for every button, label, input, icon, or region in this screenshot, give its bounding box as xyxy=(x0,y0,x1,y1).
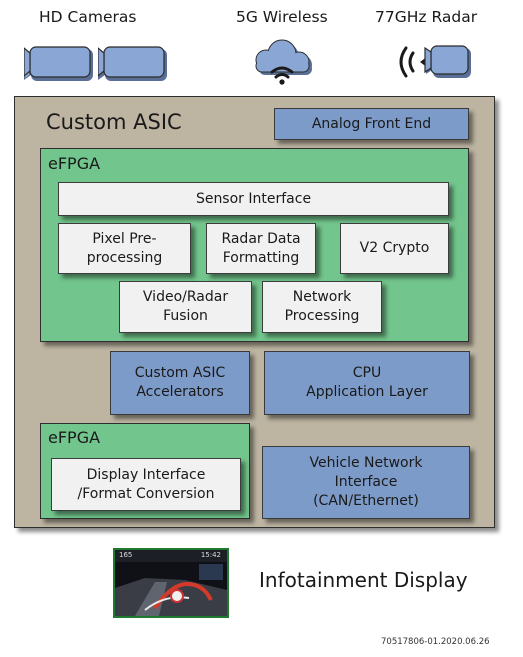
infotainment-screen-speed: 165 xyxy=(119,551,133,559)
cpu-application-layer-block: CPU Application Layer xyxy=(264,351,470,415)
video-radar-fusion-block: Video/Radar Fusion xyxy=(119,281,252,333)
77ghz-radar-label: 77GHz Radar xyxy=(375,8,478,26)
network-processing-block: Network Processing xyxy=(262,281,382,333)
v2-crypto-block: V2 Crypto xyxy=(340,223,449,274)
sensor-interface-block: Sensor Interface xyxy=(58,182,449,216)
custom-asic-accelerators-block: Custom ASIC Accelerators xyxy=(110,351,250,415)
analog-front-end-block: Analog Front End xyxy=(274,108,469,140)
efpga-top-title: eFPGA xyxy=(48,154,101,173)
pixel-preprocessing-block: Pixel Pre- processing xyxy=(58,223,191,274)
display-interface-block: Display Interface /Format Conversion xyxy=(51,458,241,511)
camera-icon xyxy=(24,46,93,81)
5g-wireless-label: 5G Wireless xyxy=(236,8,328,26)
efpga-bottom-title: eFPGA xyxy=(48,428,101,447)
footer-code: 70517806-01.2020.06.26 xyxy=(381,637,490,647)
camera-icon xyxy=(98,46,167,81)
infotainment-display-image: 165 15:42 xyxy=(113,548,229,618)
infotainment-display-label: Infotainment Display xyxy=(259,568,468,592)
cloud-wireless-icon xyxy=(255,39,312,85)
infotainment-screen-clock: 15:42 xyxy=(200,551,221,559)
custom-asic-title: Custom ASIC xyxy=(46,110,182,134)
vehicle-network-interface-block: Vehicle Network Interface (CAN/Ethernet) xyxy=(262,446,470,519)
hd-cameras-label: HD Cameras xyxy=(39,8,137,26)
radar-data-formatting-block: Radar Data Formatting xyxy=(206,223,316,274)
radar-icon xyxy=(399,45,471,78)
